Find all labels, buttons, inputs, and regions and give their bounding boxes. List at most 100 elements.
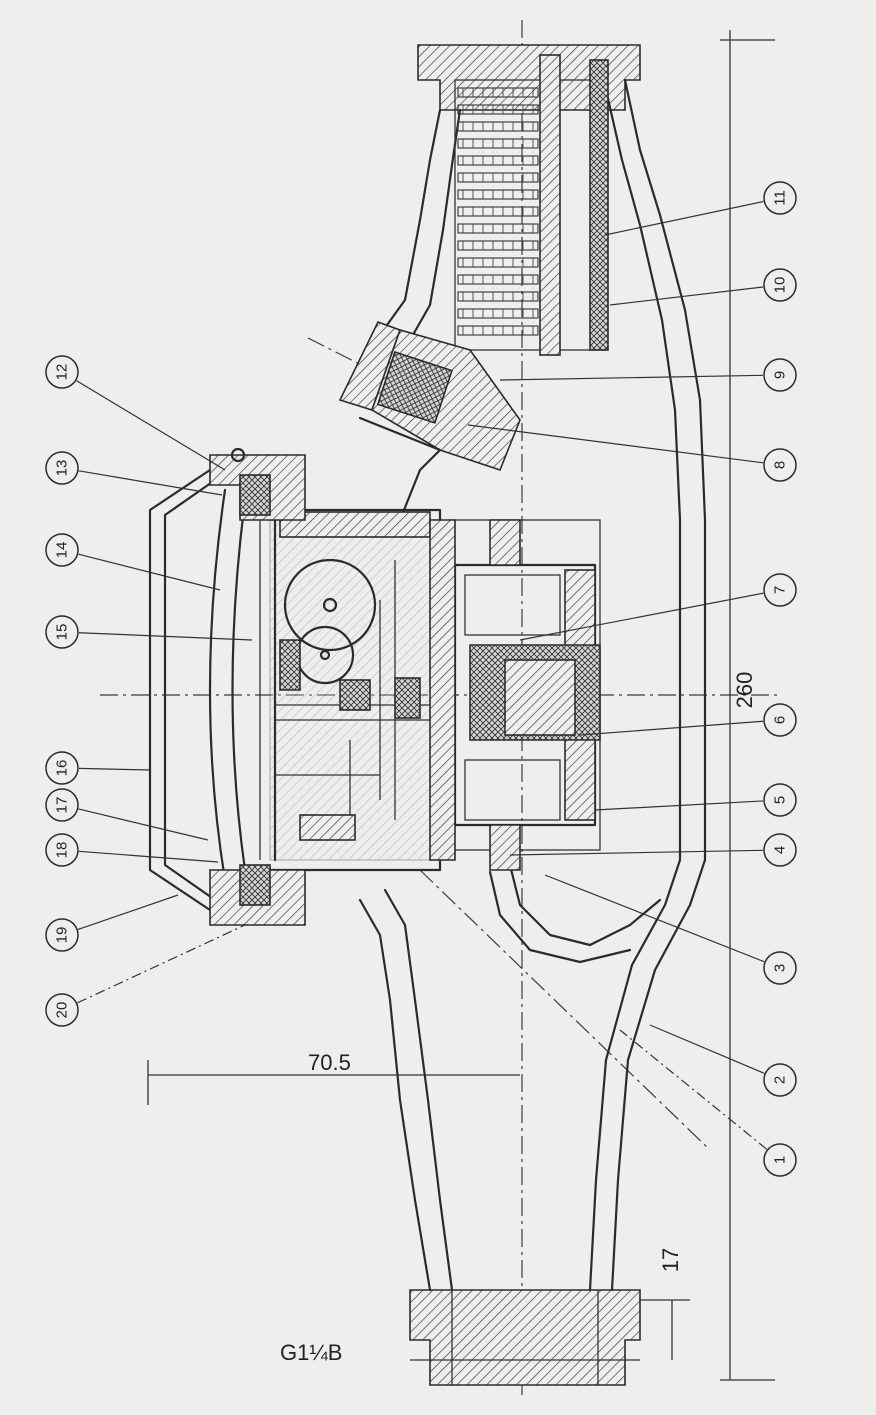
leader-line-19 xyxy=(77,894,179,931)
callout-circle xyxy=(763,951,797,985)
callout-circle xyxy=(45,615,79,649)
callout-10: 10 xyxy=(763,268,797,302)
callout-7: 7 xyxy=(763,573,797,607)
thread-spec: G1¼B xyxy=(280,1340,342,1365)
dimension-lines xyxy=(147,30,775,1381)
register-mechanism xyxy=(268,508,456,872)
callout-20: 20 xyxy=(45,993,79,1027)
callout-number: 13 xyxy=(54,460,71,477)
callout-circle xyxy=(763,268,797,302)
callout-number: 14 xyxy=(54,542,71,559)
strainer-slot xyxy=(457,274,539,285)
callout-circle xyxy=(763,448,797,482)
callout-number: 15 xyxy=(54,624,71,641)
strainer-slot xyxy=(457,87,539,98)
strainer-slot xyxy=(457,138,539,149)
callout-number: 12 xyxy=(54,364,71,381)
callout-19: 19 xyxy=(45,918,79,952)
callout-5: 5 xyxy=(763,783,797,817)
callout-number: 20 xyxy=(54,1002,71,1019)
dimension-thread-depth: 17 xyxy=(658,1248,683,1272)
callout-circle xyxy=(45,833,79,867)
callout-circle xyxy=(45,918,79,952)
callout-16: 16 xyxy=(45,751,79,785)
regulator-port xyxy=(338,321,521,522)
dimension-offset: 70.5 xyxy=(308,1050,351,1075)
callout-circle xyxy=(45,788,79,822)
measuring-chamber xyxy=(449,519,601,871)
callout-number: 3 xyxy=(772,964,789,972)
leader-line-16 xyxy=(78,767,151,771)
callout-number: 5 xyxy=(772,796,789,804)
leader-line-10 xyxy=(609,286,764,306)
leader-line-9 xyxy=(499,374,764,381)
strainer-slot xyxy=(457,308,539,319)
callout-14: 14 xyxy=(45,533,79,567)
leader-line-5 xyxy=(594,800,764,811)
callout-13: 13 xyxy=(45,451,79,485)
callout-number: 16 xyxy=(54,760,71,777)
strainer-slot xyxy=(457,206,539,217)
leader-line-13 xyxy=(78,470,223,496)
callout-18: 18 xyxy=(45,833,79,867)
leader-line-15 xyxy=(78,632,253,641)
callout-17: 17 xyxy=(45,788,79,822)
callout-circle xyxy=(763,1143,797,1177)
callout-12: 12 xyxy=(45,355,79,389)
callout-circle xyxy=(45,355,79,389)
callout-circle xyxy=(763,783,797,817)
callout-15: 15 xyxy=(45,615,79,649)
strainer-slot xyxy=(457,223,539,234)
leader-line-6 xyxy=(579,720,764,736)
callout-number: 8 xyxy=(772,461,789,469)
leader-line-8 xyxy=(467,424,764,464)
callout-circle xyxy=(763,181,797,215)
strainer-slot xyxy=(457,172,539,183)
leader-line-3 xyxy=(544,874,765,963)
callout-2: 2 xyxy=(763,1063,797,1097)
callout-number: 17 xyxy=(54,797,71,814)
strainer-slot xyxy=(457,121,539,132)
callout-circle xyxy=(763,358,797,392)
strainer-slot xyxy=(457,240,539,251)
dimension-length: 260 xyxy=(732,672,757,709)
strainer-slot xyxy=(457,155,539,166)
callout-11: 11 xyxy=(763,181,797,215)
leader-line-11 xyxy=(604,200,764,236)
leader-lines xyxy=(76,200,768,1150)
callout-number: 6 xyxy=(772,716,789,724)
callout-circle xyxy=(45,533,79,567)
callout-4: 4 xyxy=(763,833,797,867)
strainer-slot xyxy=(457,291,539,302)
lid-assembly xyxy=(148,447,306,926)
callout-circle xyxy=(763,703,797,737)
leader-line-18 xyxy=(78,850,219,863)
callout-1: 1 xyxy=(763,1143,797,1177)
leader-line-17 xyxy=(78,808,209,841)
callout-circle xyxy=(45,451,79,485)
callout-number: 18 xyxy=(54,842,71,859)
callout-number: 11 xyxy=(772,190,789,206)
leader-line-1 xyxy=(619,1029,768,1150)
leader-line-20 xyxy=(77,924,246,1004)
callout-number: 7 xyxy=(772,586,789,594)
callout-3: 3 xyxy=(763,951,797,985)
leader-line-14 xyxy=(78,553,221,591)
callout-number: 2 xyxy=(772,1076,789,1084)
callout-number: 19 xyxy=(54,927,71,944)
callout-circle xyxy=(763,833,797,867)
strainer xyxy=(454,54,609,356)
meter-body xyxy=(358,44,707,1386)
callout-number: 10 xyxy=(772,277,789,294)
leader-line-2 xyxy=(649,1024,765,1074)
callout-circle xyxy=(763,1063,797,1097)
callout-circle xyxy=(763,573,797,607)
strainer-slot xyxy=(457,257,539,268)
strainer-slot xyxy=(457,104,539,115)
leader-line-4 xyxy=(509,849,764,856)
callout-9: 9 xyxy=(763,358,797,392)
leader-line-7 xyxy=(519,592,764,641)
callout-number: 9 xyxy=(772,371,789,379)
